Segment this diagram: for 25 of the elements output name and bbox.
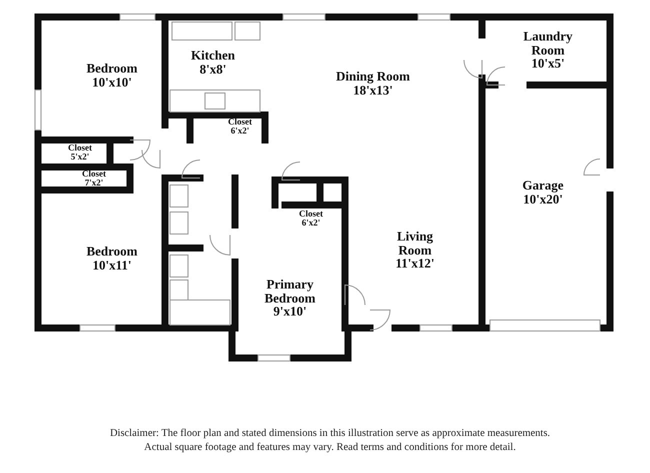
disclaimer-note: Disclaimer: The floor plan and stated dimensions in this illustration serve as approximate measurements. Actual square footage and features may vary. Read terms and conditions for more detail. xyxy=(108,427,552,454)
room-dimensions: 9'x10' xyxy=(272,304,308,318)
room-dimensions: 6'x2' xyxy=(300,219,322,228)
room-dimensions: 7'x2' xyxy=(84,179,104,188)
room-dimensions: 6'x2' xyxy=(230,127,250,136)
room-dimensions: 5'x2' xyxy=(70,153,90,162)
room-dimensions: 10'x11' xyxy=(91,258,132,272)
room-dimensions: 8'x8' xyxy=(198,62,228,76)
room-name: Primary Bedroom xyxy=(263,278,317,305)
room-name: Closet xyxy=(298,210,324,219)
room-dimensions: 10'x10' xyxy=(91,75,133,89)
room-name: Bedroom xyxy=(85,61,139,75)
room-name: Closet xyxy=(67,144,93,153)
room-name: Bedroom xyxy=(85,244,139,258)
room-dimensions: 10'x5' xyxy=(530,56,566,70)
room-dimensions: 11'x12' xyxy=(394,256,436,270)
room-name: Dining Room xyxy=(334,69,412,83)
room-name: Kitchen xyxy=(190,48,236,62)
room-name: Living Room xyxy=(396,230,434,257)
room-name: Garage xyxy=(521,178,565,192)
room-name: Laundry Room xyxy=(522,30,574,57)
room-dimensions: 10'x20' xyxy=(522,192,563,206)
room-name: Closet xyxy=(81,170,107,179)
room-name: Closet xyxy=(227,118,253,127)
room-dimensions: 18'x13' xyxy=(353,83,394,97)
